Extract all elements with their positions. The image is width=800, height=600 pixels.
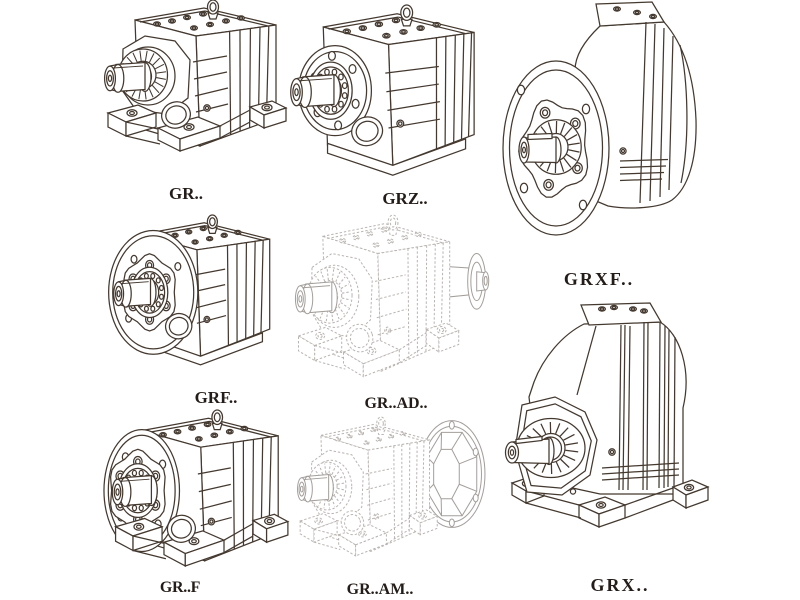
svg-text:GR..: GR.. <box>169 184 203 203</box>
svg-text:GRXF..: GRXF.. <box>564 269 634 289</box>
svg-text:GRZ..: GRZ.. <box>382 189 427 208</box>
svg-text:GRF..: GRF.. <box>195 388 238 407</box>
svg-text:GR..AD..: GR..AD.. <box>364 395 427 412</box>
svg-text:GR..F: GR..F <box>160 579 201 596</box>
svg-text:GR..AM..: GR..AM.. <box>347 581 414 598</box>
svg-text:GRX..: GRX.. <box>591 575 650 595</box>
